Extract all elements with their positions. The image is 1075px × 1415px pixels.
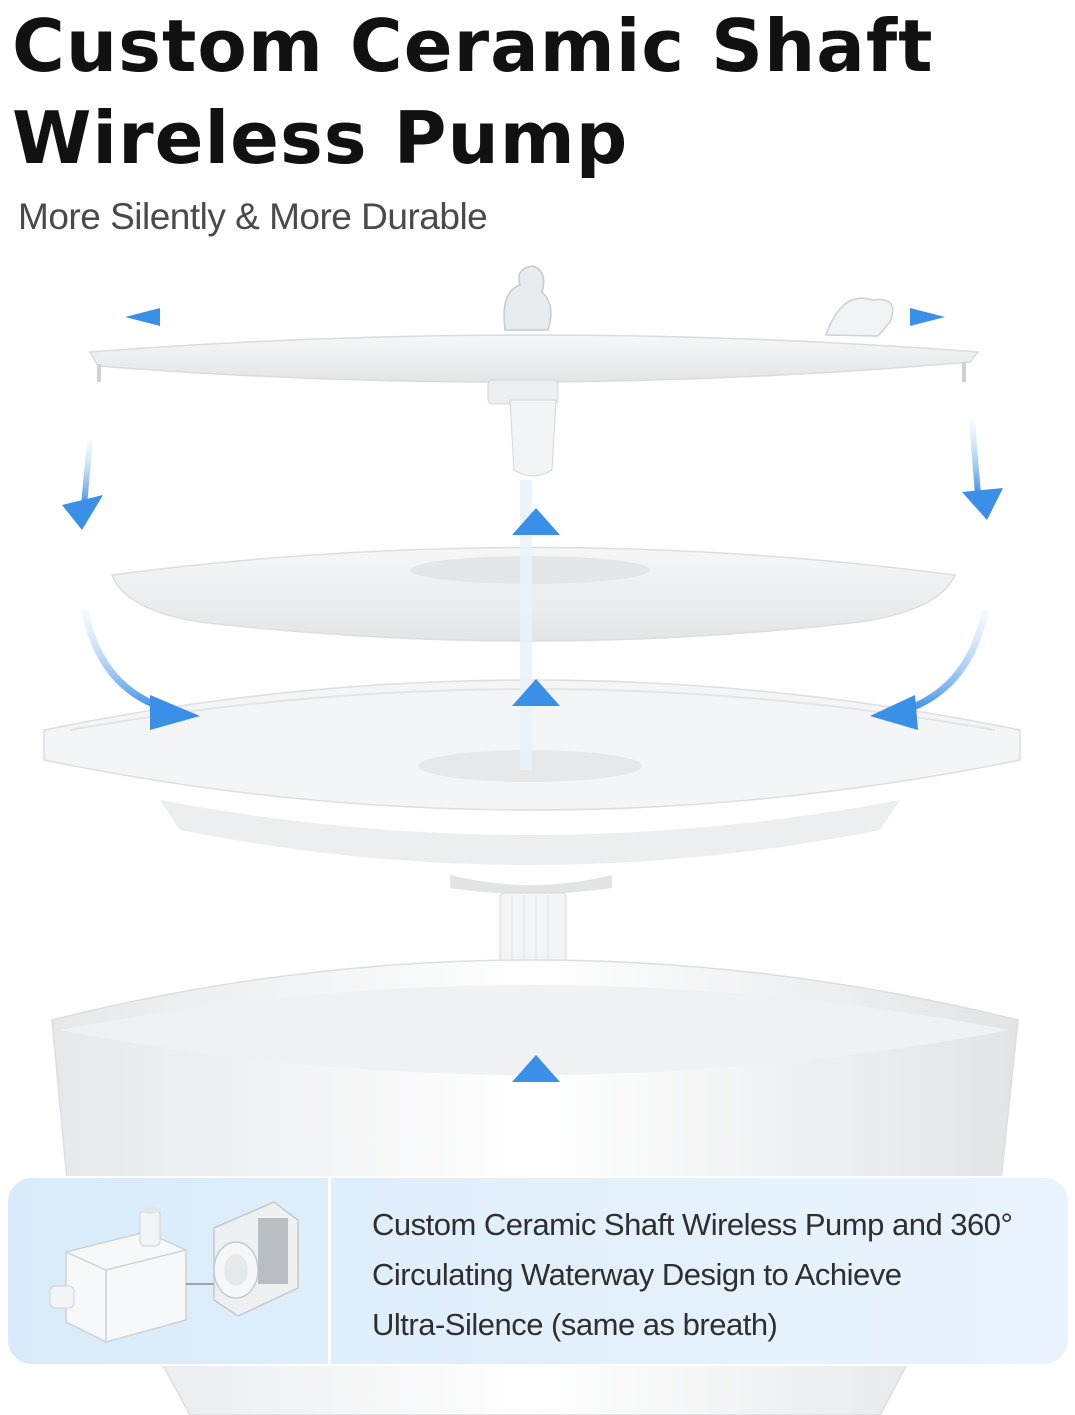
info-description: Custom Ceramic Shaft Wireless Pump and 3… [372, 1200, 1052, 1350]
page-title: Custom Ceramic Shaft Wireless Pump [12, 0, 934, 184]
info-panel: Custom Ceramic Shaft Wireless Pump and 3… [6, 1176, 1070, 1366]
panel-divider [328, 1178, 331, 1364]
title-line-2: Wireless Pump [12, 96, 629, 180]
title-line-1: Custom Ceramic Shaft [12, 4, 934, 88]
flow-arrow-icon [62, 308, 1003, 1110]
info-line-3: Ultra-Silence (same as breath) [372, 1307, 778, 1342]
pump-icon [49, 1201, 299, 1343]
subtitle: More Silently & More Durable [18, 196, 488, 237]
info-line-2: Circulating Waterway Design to Achieve [372, 1257, 902, 1292]
middle-disk [110, 546, 957, 642]
top-lid [88, 265, 980, 477]
info-line-1: Custom Ceramic Shaft Wireless Pump and 3… [372, 1207, 1013, 1242]
